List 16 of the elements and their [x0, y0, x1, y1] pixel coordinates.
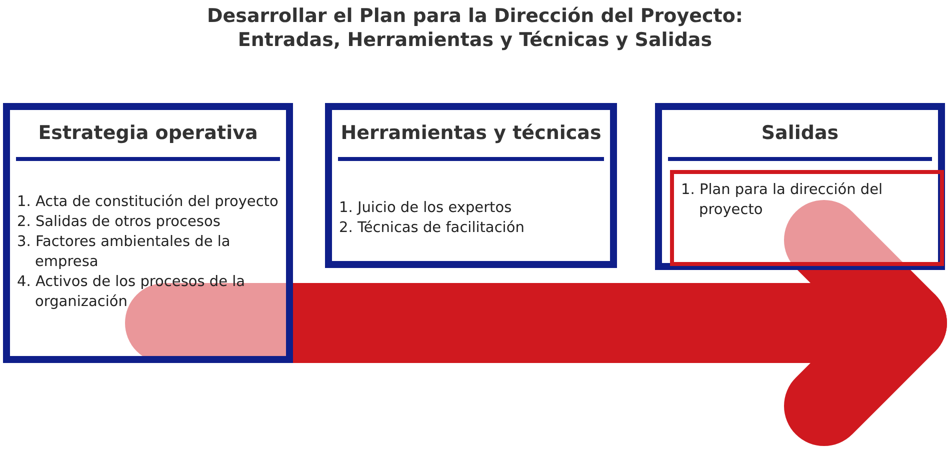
list-item: 2. Técnicas de facilitación [339, 219, 526, 238]
heading: Herramientas y técnicas [340, 122, 602, 144]
list-item: 1. Juicio de los expertos [339, 199, 513, 218]
thick-arrow [125, 200, 947, 446]
highlight-box [670, 170, 944, 266]
process-box [325, 103, 617, 268]
list-item: 2. Salidas de otros procesos [17, 213, 222, 232]
heading: Salidas [760, 122, 840, 144]
input-box [3, 103, 293, 363]
heading: Estrategia operativa [37, 122, 259, 144]
list-item: 3. Factores ambientales de la empresa [17, 233, 232, 272]
list-item: 4. Activos de los procesos de la organización [17, 273, 246, 312]
list-item: 1. Plan para la dirección del proyecto [681, 181, 884, 220]
list-item: 1. Acta de constitución del proyecto [17, 193, 280, 212]
title: Desarrollar el Plan para la Dirección del Proyecto: Entradas, Herramientas y Técnicas y Salidas [206, 4, 744, 52]
output-box [655, 103, 945, 270]
